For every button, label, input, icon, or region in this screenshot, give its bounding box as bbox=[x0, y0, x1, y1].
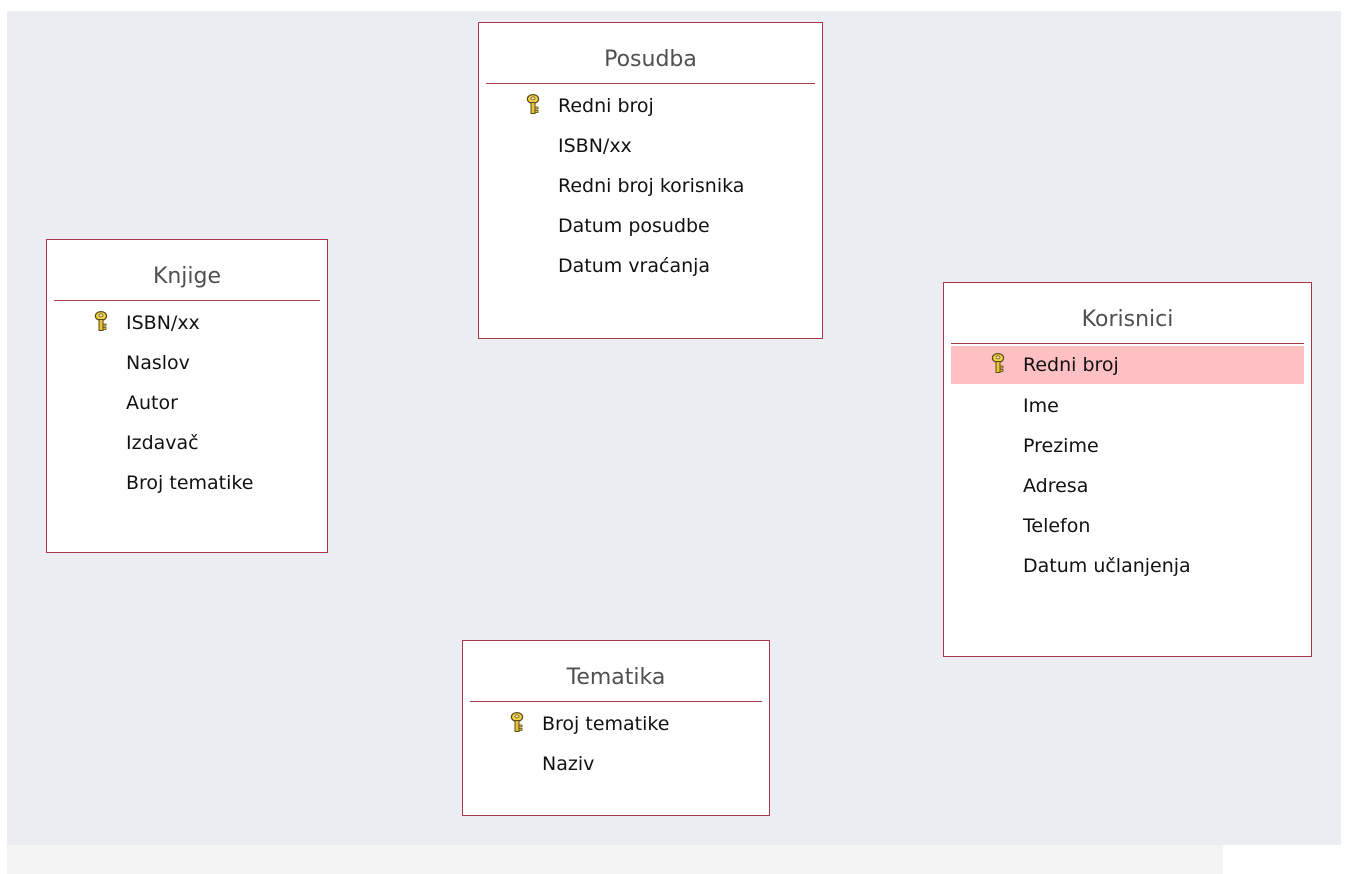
key-icon bbox=[94, 311, 108, 333]
field-row[interactable]: Broj tematike bbox=[54, 463, 320, 503]
table-title[interactable]: Knjige bbox=[152, 264, 222, 289]
field-label: Datum vraćanja bbox=[558, 255, 711, 277]
field-row[interactable]: Adresa bbox=[951, 466, 1304, 506]
field-label: Broj tematike bbox=[542, 713, 670, 735]
field-list: Redni broj Ime Prezime Adresa Telefon Da… bbox=[944, 344, 1311, 586]
field-row[interactable]: Telefon bbox=[951, 506, 1304, 546]
field-label: Naslov bbox=[126, 352, 190, 374]
status-strip bbox=[7, 845, 1223, 874]
field-label: Datum učlanjenja bbox=[1023, 555, 1191, 577]
field-label: Ime bbox=[1023, 395, 1059, 417]
field-label: Izdavač bbox=[126, 432, 199, 454]
table-tematika[interactable]: Tematika Broj tematike Naziv bbox=[462, 640, 770, 816]
field-label: Naziv bbox=[542, 753, 595, 775]
field-label: Redni broj bbox=[1023, 354, 1119, 376]
field-row-selected[interactable]: Redni broj bbox=[951, 346, 1304, 384]
table-korisnici[interactable]: Korisnici Redni broj Ime Prezime Adresa … bbox=[943, 282, 1312, 657]
field-row[interactable]: Prezime bbox=[951, 426, 1304, 466]
field-label: Redni broj bbox=[558, 95, 654, 117]
title-divider bbox=[951, 343, 1304, 344]
field-row[interactable]: Naslov bbox=[54, 343, 320, 383]
field-row[interactable]: Datum učlanjenja bbox=[951, 546, 1304, 586]
title-divider bbox=[54, 300, 320, 301]
key-icon bbox=[526, 94, 540, 116]
field-row[interactable]: Datum vraćanja bbox=[486, 246, 815, 286]
field-label: Redni broj korisnika bbox=[558, 175, 745, 197]
field-label: Broj tematike bbox=[126, 472, 254, 494]
field-label: Prezime bbox=[1023, 435, 1099, 457]
field-row[interactable]: ISBN/xx bbox=[486, 126, 815, 166]
field-label: Adresa bbox=[1023, 475, 1089, 497]
field-row[interactable]: Broj tematike bbox=[470, 704, 762, 744]
table-title[interactable]: Posudba bbox=[604, 47, 697, 72]
key-icon bbox=[991, 353, 1005, 375]
table-title[interactable]: Tematika bbox=[566, 665, 666, 690]
field-row[interactable]: Autor bbox=[54, 383, 320, 423]
field-list: Redni broj ISBN/xx Redni broj korisnika … bbox=[479, 84, 822, 286]
table-knjige[interactable]: Knjige ISBN/xx Naslov Autor Izdavač Broj… bbox=[46, 239, 328, 553]
title-divider bbox=[486, 83, 815, 84]
field-row[interactable]: Redni broj bbox=[486, 86, 815, 126]
field-row[interactable]: Ime bbox=[951, 386, 1304, 426]
title-divider bbox=[470, 701, 762, 702]
field-list: ISBN/xx Naslov Autor Izdavač Broj temati… bbox=[47, 301, 327, 503]
field-row[interactable]: Izdavač bbox=[54, 423, 320, 463]
field-label: Autor bbox=[126, 392, 178, 414]
field-label: Datum posudbe bbox=[558, 215, 710, 237]
field-row[interactable]: ISBN/xx bbox=[54, 303, 320, 343]
key-icon bbox=[510, 712, 524, 734]
field-row[interactable]: Redni broj korisnika bbox=[486, 166, 815, 206]
field-label: ISBN/xx bbox=[126, 312, 200, 334]
field-label: ISBN/xx bbox=[558, 135, 632, 157]
field-list: Broj tematike Naziv bbox=[463, 702, 769, 784]
table-posudba[interactable]: Posudba Redni broj ISBN/xx Redni broj ko… bbox=[478, 22, 823, 339]
field-label: Telefon bbox=[1023, 515, 1091, 537]
table-title[interactable]: Korisnici bbox=[1081, 307, 1174, 332]
field-row[interactable]: Naziv bbox=[470, 744, 762, 784]
field-row[interactable]: Datum posudbe bbox=[486, 206, 815, 246]
